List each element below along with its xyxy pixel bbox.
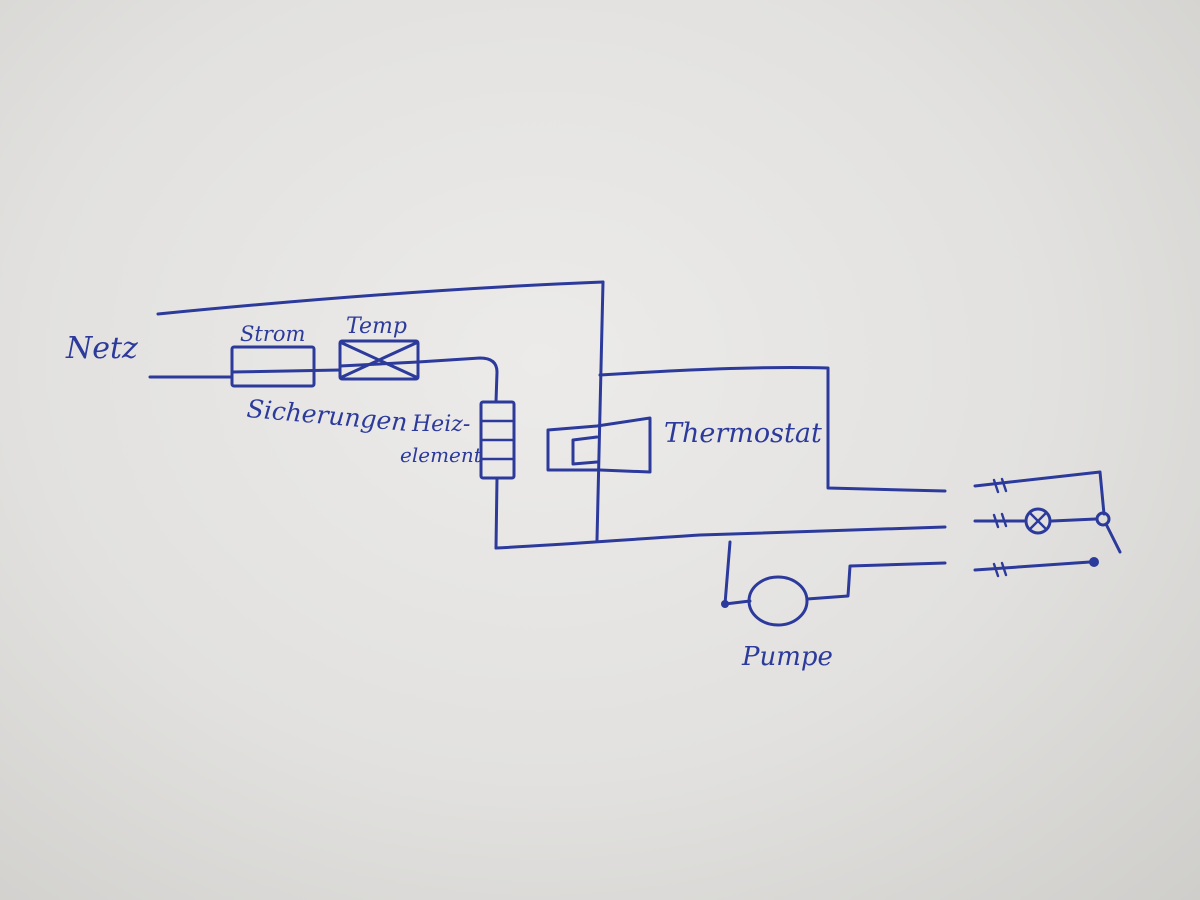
connector-line-3 xyxy=(973,560,1092,572)
heiz-label-line1: Heiz- xyxy=(412,412,471,437)
fuse-temp-symbol xyxy=(338,339,420,381)
temp-label: Temp xyxy=(346,314,407,339)
wire-mains-top xyxy=(156,280,605,316)
wire-through-fuse-strom xyxy=(230,368,342,374)
connector-break-2 xyxy=(992,512,1008,529)
lamp-icon xyxy=(1024,507,1052,535)
wire-to-heating xyxy=(338,356,499,404)
wire-thermostat-vertical xyxy=(595,280,605,542)
fuse-strom-symbol xyxy=(230,345,316,388)
wire-pump-in xyxy=(723,599,752,606)
pumpe-label: Pumpe xyxy=(742,642,833,672)
pump-symbol xyxy=(747,575,809,627)
connector-break-1 xyxy=(992,477,1008,494)
wire-pump-out xyxy=(805,561,947,601)
thermostat-label: Thermostat xyxy=(664,418,822,449)
netz-label: Netz xyxy=(66,331,138,366)
wire-thermostat-branch xyxy=(598,365,947,493)
switch-contact-lower xyxy=(1089,557,1099,567)
switch-lever xyxy=(1104,522,1122,554)
strom-label: Strom xyxy=(240,322,306,346)
heating-element-rungs xyxy=(479,419,516,461)
wire-pump-left xyxy=(723,540,732,606)
wire-return-line xyxy=(494,525,947,550)
lamp-icon-cross xyxy=(1028,511,1048,531)
thermostat-contact xyxy=(571,435,599,466)
connector-line-2 xyxy=(973,517,1098,523)
thermostat-symbol xyxy=(546,416,652,474)
heiz-label-line2: element xyxy=(400,443,482,467)
switch-contact-upper xyxy=(1095,511,1111,527)
wire-heating-to-return xyxy=(494,476,499,550)
fuse-temp-cross xyxy=(340,341,418,379)
connector-break-3 xyxy=(992,561,1008,578)
connector-line-1 xyxy=(973,470,1106,516)
